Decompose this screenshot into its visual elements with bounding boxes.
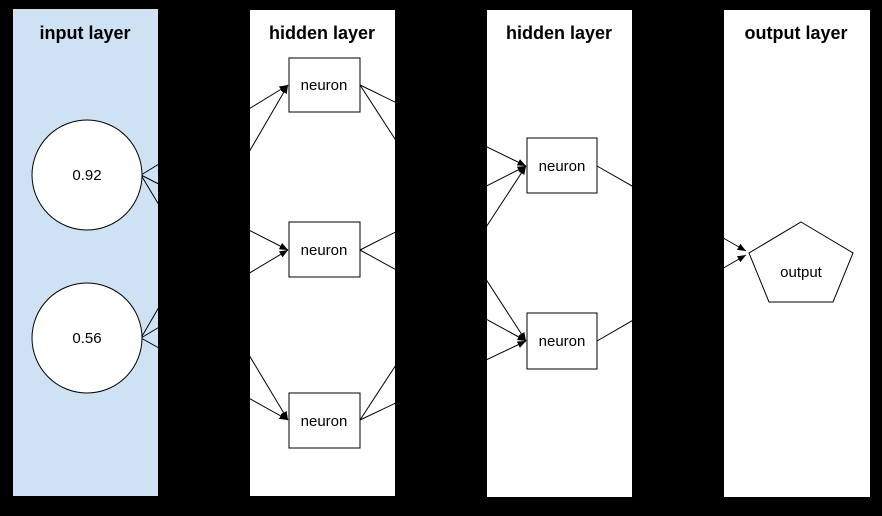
hidden2-node-2 <box>526 312 598 370</box>
hidden1-node-3-label: neuron <box>301 413 348 430</box>
output-node-label: output <box>780 264 823 281</box>
edge-input2-hidden1-1 <box>140 84 289 339</box>
edge-input1-hidden1-3 <box>140 174 289 421</box>
edge-hidden1-3-hidden2-1 <box>359 165 527 421</box>
connection-arrows <box>140 84 747 421</box>
edge-input2-hidden1-2 <box>140 249 289 339</box>
hidden1-node-3 <box>288 392 361 449</box>
hidden1-node-2 <box>288 221 361 278</box>
hidden2-node-1-label: neuron <box>539 158 586 175</box>
hidden2-node-2-label: neuron <box>539 333 586 350</box>
hidden1-node-1-label: neuron <box>301 77 348 94</box>
edge-input1-hidden1-1 <box>140 84 289 176</box>
panel-hidden-layer-2 <box>487 10 632 497</box>
edge-hidden2-1-output <box>596 165 747 252</box>
hidden1-node-1 <box>288 57 361 113</box>
hidden-layer-2-title: hidden layer <box>506 23 612 43</box>
output-node-pentagon <box>748 221 854 303</box>
edge-hidden1-2-hidden2-2 <box>359 249 527 342</box>
hidden1-node-2-label: neuron <box>301 242 348 259</box>
edge-hidden1-2-hidden2-1 <box>359 165 527 251</box>
edge-hidden1-1-hidden2-1 <box>359 84 527 167</box>
hidden-layer-1-title: hidden layer <box>269 23 375 43</box>
panel-input-layer <box>13 9 158 496</box>
input-node-1-label: 0.92 <box>72 167 101 184</box>
input-layer-title: input layer <box>39 23 130 43</box>
edge-hidden1-1-hidden2-2 <box>359 84 527 342</box>
input-node-2 <box>31 282 143 394</box>
output-layer-title: output layer <box>744 23 847 43</box>
edge-hidden2-2-output <box>596 254 747 342</box>
edge-hidden1-3-hidden2-2 <box>359 340 527 421</box>
edge-input1-hidden1-2 <box>140 174 289 251</box>
edge-input2-hidden1-3 <box>140 337 289 421</box>
input-node-1 <box>31 119 143 231</box>
input-node-2-label: 0.56 <box>72 330 101 347</box>
hidden2-node-1 <box>526 137 598 194</box>
